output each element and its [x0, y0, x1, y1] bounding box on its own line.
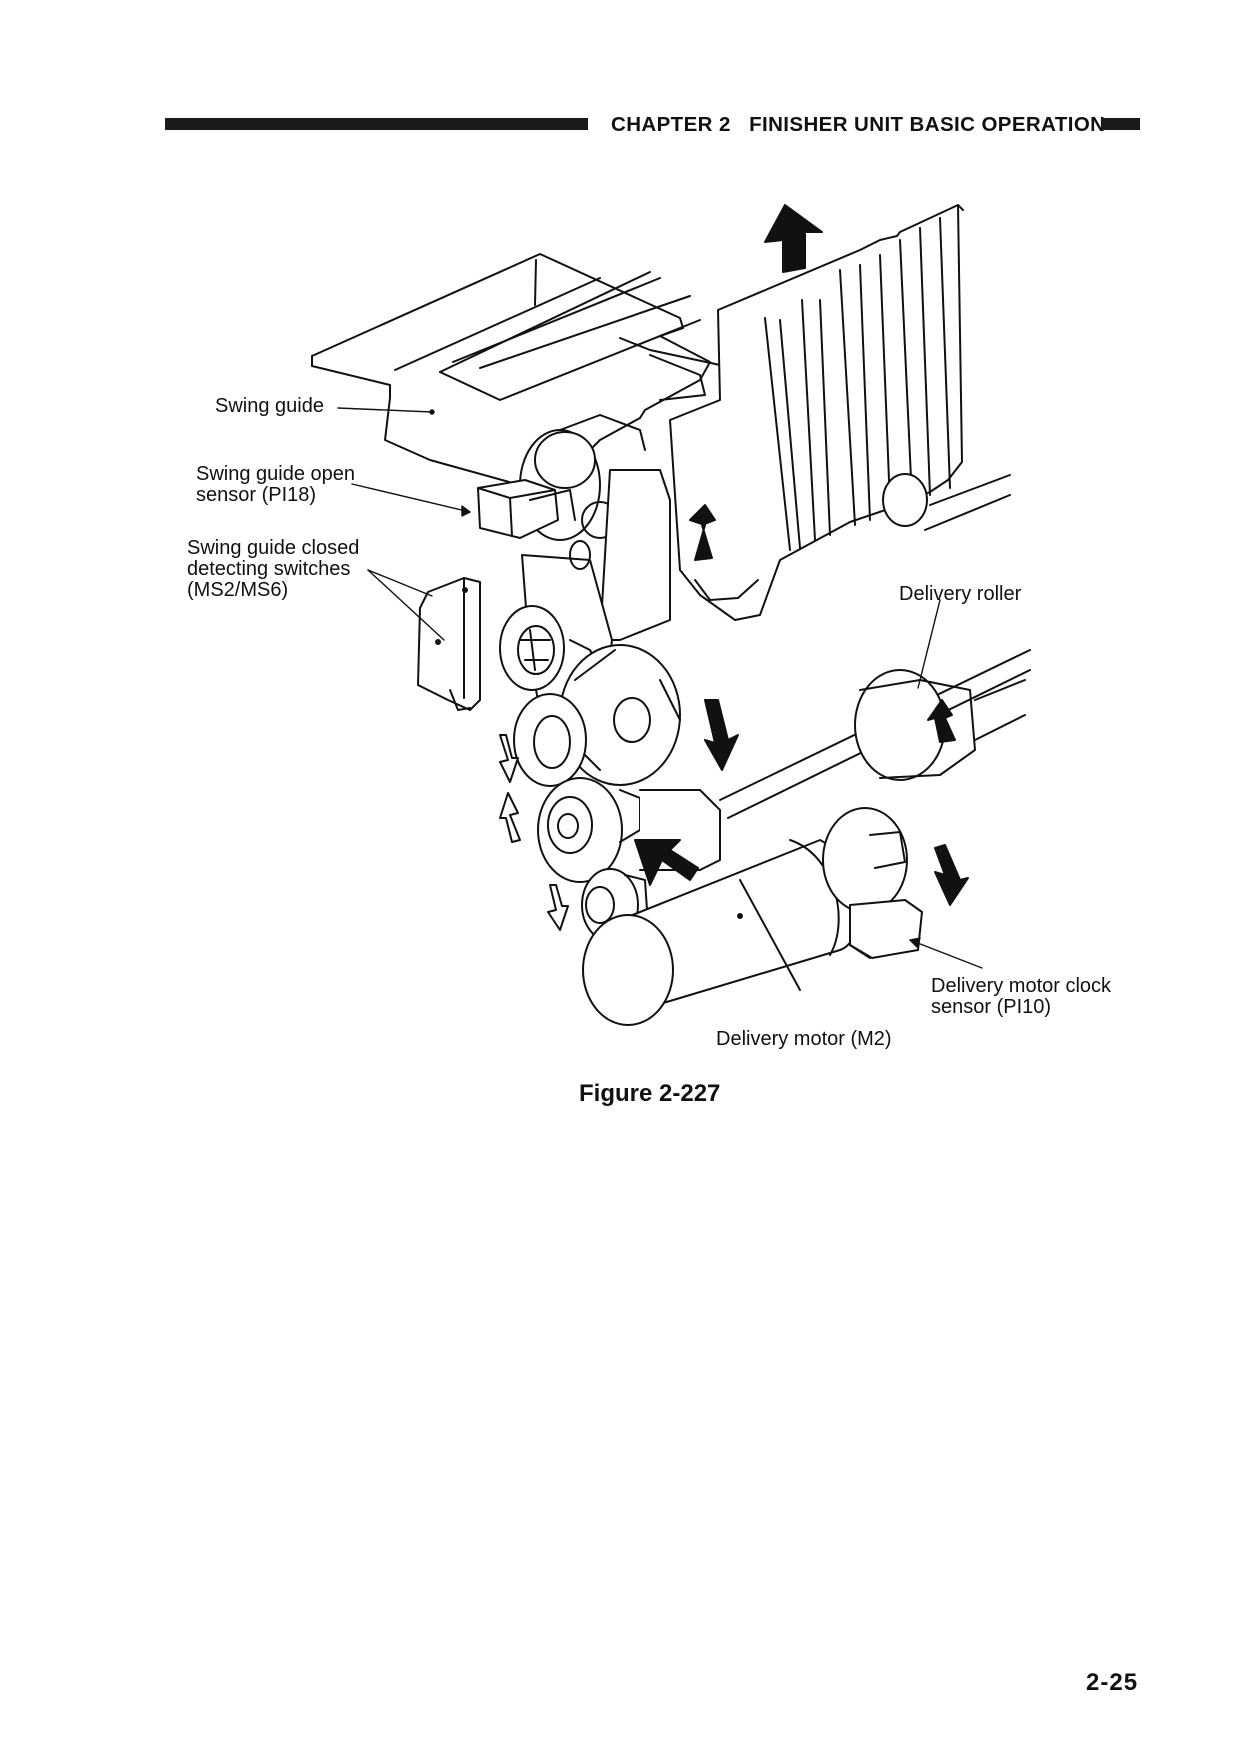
outline-arrow-icon: [547, 884, 569, 931]
label-closed-switch-line3: (MS2/MS6): [187, 579, 289, 601]
rotation-arrow-icon: [934, 844, 969, 906]
page-number: 2-25: [1086, 1669, 1139, 1696]
label-closed-switch-line1: Swing guide closed: [187, 537, 360, 559]
leader-lines: [337, 407, 983, 969]
left-gear-part: [499, 605, 565, 691]
label-swing-guide: Swing guide: [215, 395, 324, 417]
delivery-roller-part: [719, 649, 1031, 819]
push-arrow-icon: [634, 839, 699, 886]
up-arrow-icon: [764, 204, 823, 273]
header-rule-left: [165, 118, 588, 130]
pulley-ring-part: [513, 693, 587, 787]
figure-caption: Figure 2-227: [579, 1080, 721, 1107]
rotation-arrow-icon: [927, 699, 956, 743]
rotation-arrow-icon: [704, 699, 739, 771]
header-rule-right: [1102, 118, 1140, 130]
rotation-arrow-icon: [689, 504, 716, 561]
closed-switch-part: [417, 577, 481, 711]
label-open-sensor-line2: sensor (PI18): [196, 484, 317, 506]
open-sensor-part: [477, 479, 576, 539]
label-open-sensor-line1: Swing guide open: [196, 463, 356, 485]
swing-guide-part: [311, 253, 721, 501]
label-clock-sensor-line2: sensor (PI10): [931, 996, 1052, 1018]
motor-flywheel-part: [822, 807, 923, 959]
label-delivery-roller: Delivery roller: [899, 583, 1022, 605]
outline-arrow-icon: [499, 734, 519, 783]
delivery-motor-part: [582, 839, 859, 1026]
finisher-mechanism-illustration: [311, 204, 1031, 1026]
upper-ribbed-guide-part: [669, 204, 1011, 621]
chapter-heading: CHAPTER 2 FINISHER UNIT BASIC OPERATION: [611, 113, 1106, 136]
label-clock-sensor-line1: Delivery motor clock: [931, 975, 1112, 997]
outline-arrow-icon: [499, 792, 521, 843]
label-delivery-motor: Delivery motor (M2): [716, 1028, 892, 1050]
label-closed-switch-line2: detecting switches: [187, 558, 351, 580]
